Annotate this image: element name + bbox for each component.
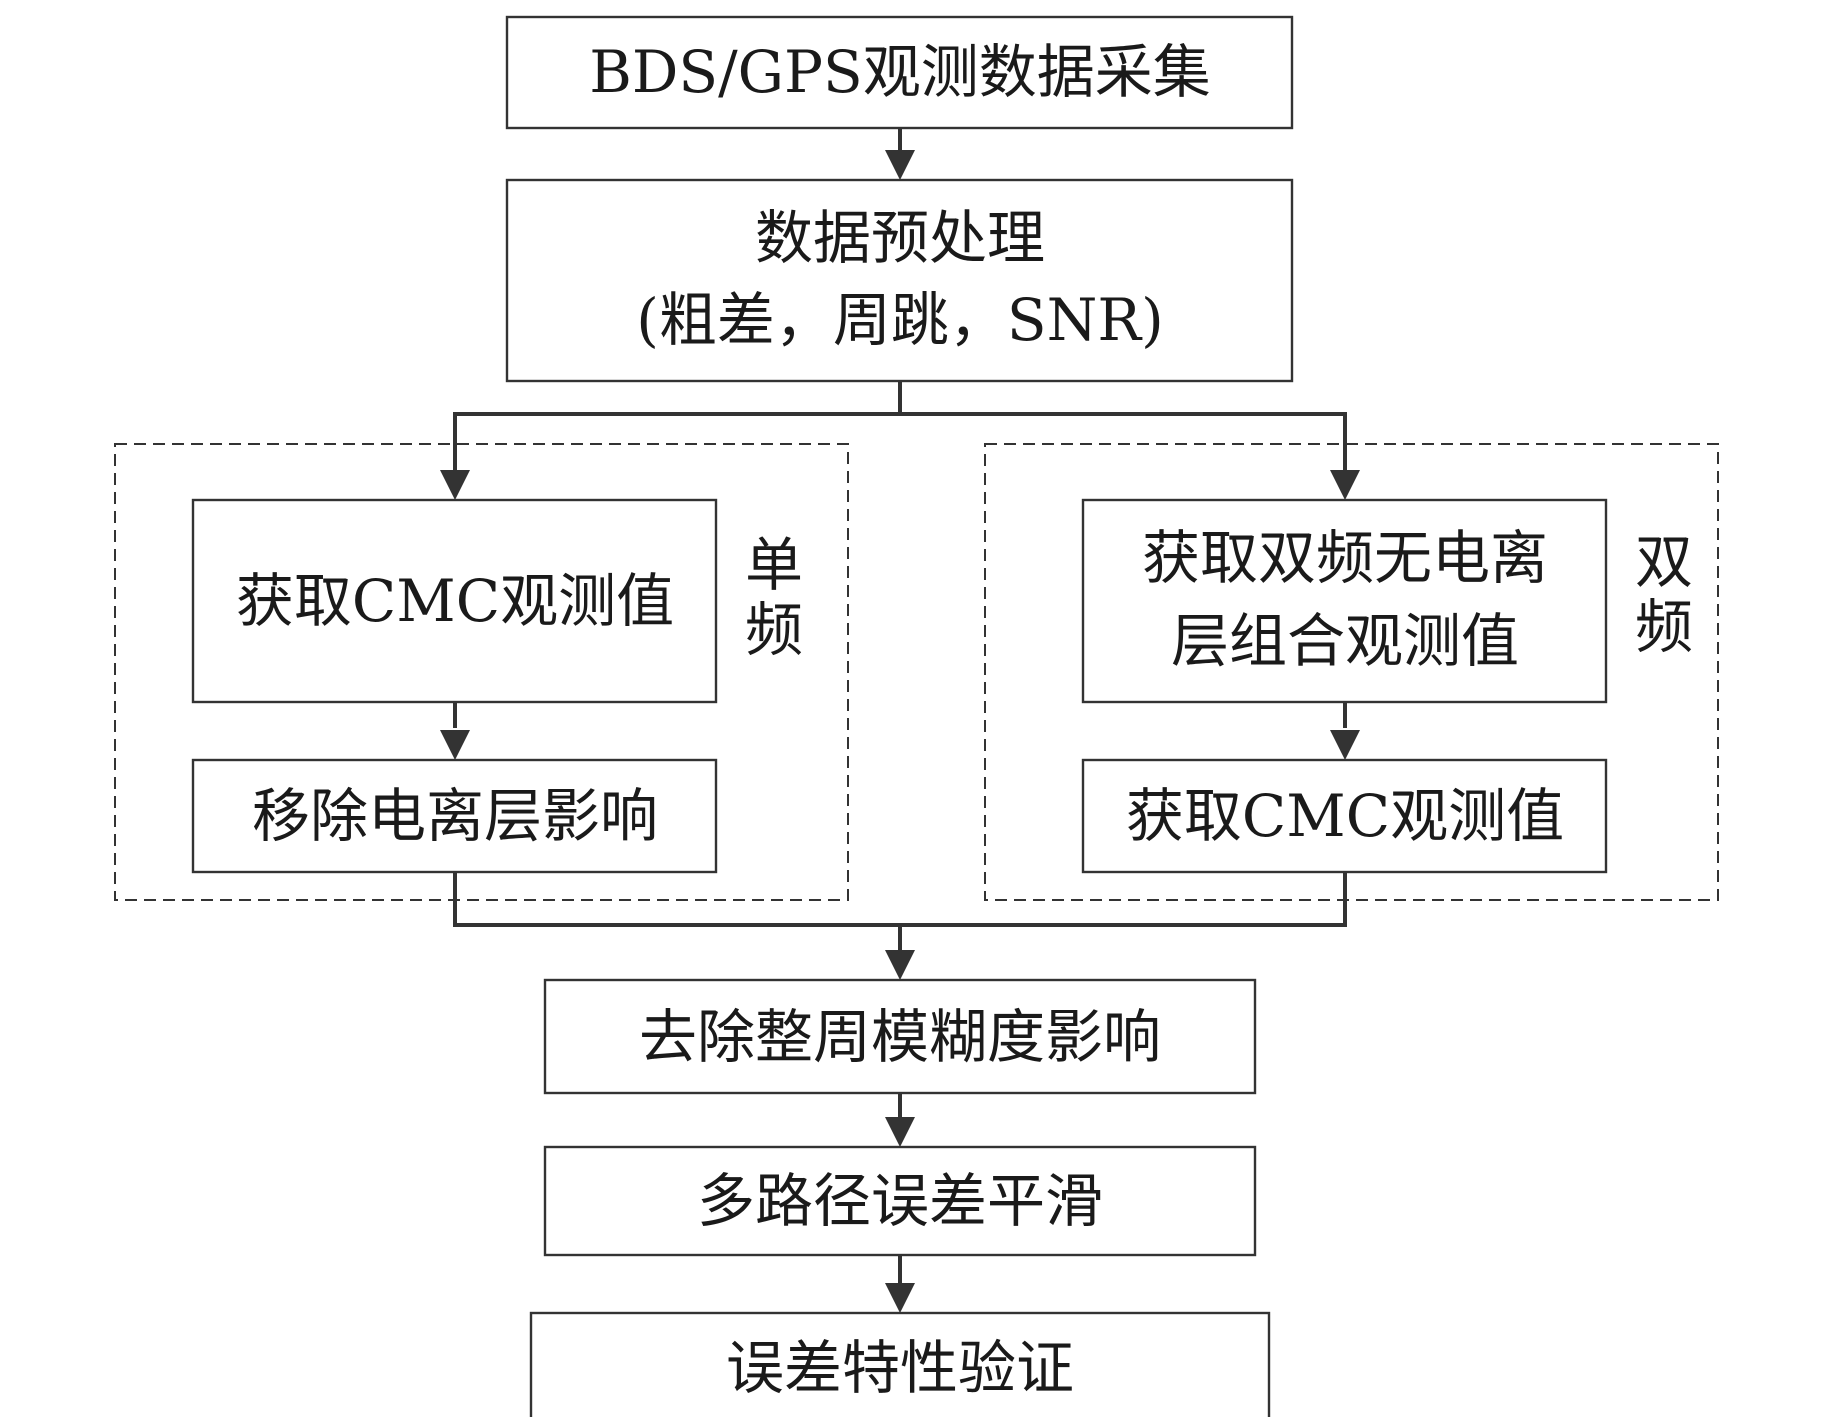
single-frequency-label-line1: 单 <box>745 531 803 599</box>
node-dual-cmc: 获取CMC观测值 <box>1081 758 1608 874</box>
node-preprocess-box <box>505 178 1294 383</box>
dual-frequency-label-line1: 双 <box>1635 528 1693 596</box>
arrowhead-verify <box>885 1283 915 1313</box>
node-single-iono: 移除电离层影响 <box>191 758 718 874</box>
arrowhead-single-iono <box>440 730 470 760</box>
node-verify-box <box>529 1311 1271 1417</box>
arrowheads <box>440 150 1360 1313</box>
connector-merge <box>453 872 1347 927</box>
node-preprocess: 数据预处理 (粗差，周跳，SNR) <box>505 178 1294 383</box>
node-smoothing-label: 多路径误差平滑 <box>697 1167 1103 1235</box>
node-ambiguity: 去除整周模糊度影响 <box>543 978 1257 1095</box>
node-ambiguity-box <box>543 978 1257 1095</box>
node-smoothing: 多路径误差平滑 <box>543 1145 1257 1257</box>
node-preprocess-label-line1: 数据预处理 <box>755 204 1045 272</box>
node-single-iono-label: 移除电离层影响 <box>252 782 658 850</box>
node-collect: BDS/GPS观测数据采集 <box>505 15 1294 130</box>
connector-preprocess-split <box>453 381 902 470</box>
arrowhead-smoothing <box>885 1117 915 1147</box>
dual-frequency-group <box>984 443 1719 901</box>
node-verify: 误差特性验证 <box>529 1311 1271 1417</box>
node-dual-if: 获取双频无电离 层组合观测值 <box>1081 498 1608 704</box>
arrowhead-dual-if <box>1330 470 1360 500</box>
node-ambiguity-label: 去除整周模糊度影响 <box>639 1003 1161 1071</box>
node-dual-if-box <box>1081 498 1608 704</box>
dual-frequency-label-line2: 频 <box>1635 593 1693 661</box>
node-single-cmc: 获取CMC观测值 <box>191 498 718 704</box>
single-frequency-group <box>114 443 849 901</box>
node-dual-if-label-line2: 层组合观测值 <box>1171 607 1519 675</box>
node-collect-label: BDS/GPS观测数据采集 <box>589 38 1211 106</box>
node-single-cmc-label: 获取CMC观测值 <box>236 567 674 635</box>
arrowhead-dual-cmc <box>1330 730 1360 760</box>
single-frequency-label-line2: 频 <box>745 596 803 664</box>
arrowhead-preprocess <box>885 150 915 180</box>
node-single-cmc-box <box>191 498 718 704</box>
arrowhead-ambiguity <box>885 950 915 980</box>
node-verify-label: 误差特性验证 <box>726 1334 1074 1402</box>
node-collect-box <box>505 15 1294 130</box>
node-dual-cmc-label: 获取CMC观测值 <box>1126 782 1564 850</box>
node-dual-cmc-box <box>1081 758 1608 874</box>
connector-preprocess-split-right <box>900 412 1347 470</box>
connectors <box>453 128 1347 1283</box>
arrowhead-single-cmc <box>440 470 470 500</box>
node-smoothing-box <box>543 1145 1257 1257</box>
node-preprocess-label-line2: (粗差，周跳，SNR) <box>636 286 1163 354</box>
node-dual-if-label-line1: 获取双频无电离 <box>1142 524 1548 592</box>
node-single-iono-box <box>191 758 718 874</box>
